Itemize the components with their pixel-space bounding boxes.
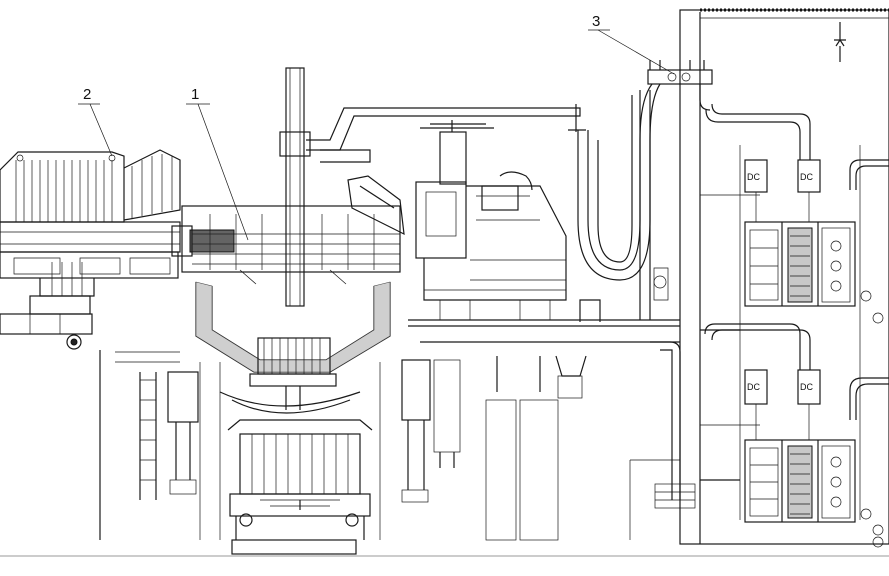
- cable-runs: [700, 103, 889, 520]
- platform: [99, 299, 696, 540]
- dc-cabinet-2: DC: [797, 159, 821, 193]
- dc-label-2: DC: [800, 172, 813, 182]
- callout-leaders: [78, 29, 675, 241]
- dc-cabinet-3: DC: [744, 369, 768, 405]
- furnace-shell: [171, 205, 401, 414]
- dc-label-1: DC: [747, 172, 760, 182]
- switchgear-upper: [744, 221, 884, 324]
- dc-label-3: DC: [747, 382, 760, 392]
- support-columns: [139, 355, 587, 541]
- dc-cabinets: DC DC DC DC: [744, 159, 821, 440]
- dc-label-4: DC: [800, 382, 813, 392]
- valve-station: [639, 60, 713, 320]
- electrode-turret: [347, 120, 567, 320]
- callout-2-label: 2: [83, 86, 91, 103]
- callout-3-label: 3: [592, 13, 600, 30]
- dc-cabinet-1: DC: [744, 159, 768, 193]
- transfer-car: [227, 419, 373, 555]
- water-hose-loop: [577, 90, 669, 301]
- charging-conveyor: [0, 149, 181, 350]
- callout-1-label: 1: [191, 86, 199, 103]
- electrical-room: [679, 8, 889, 545]
- switchgear-lower: [744, 439, 884, 548]
- electrode-mast: [279, 67, 586, 307]
- dc-cabinet-4: DC: [797, 369, 821, 405]
